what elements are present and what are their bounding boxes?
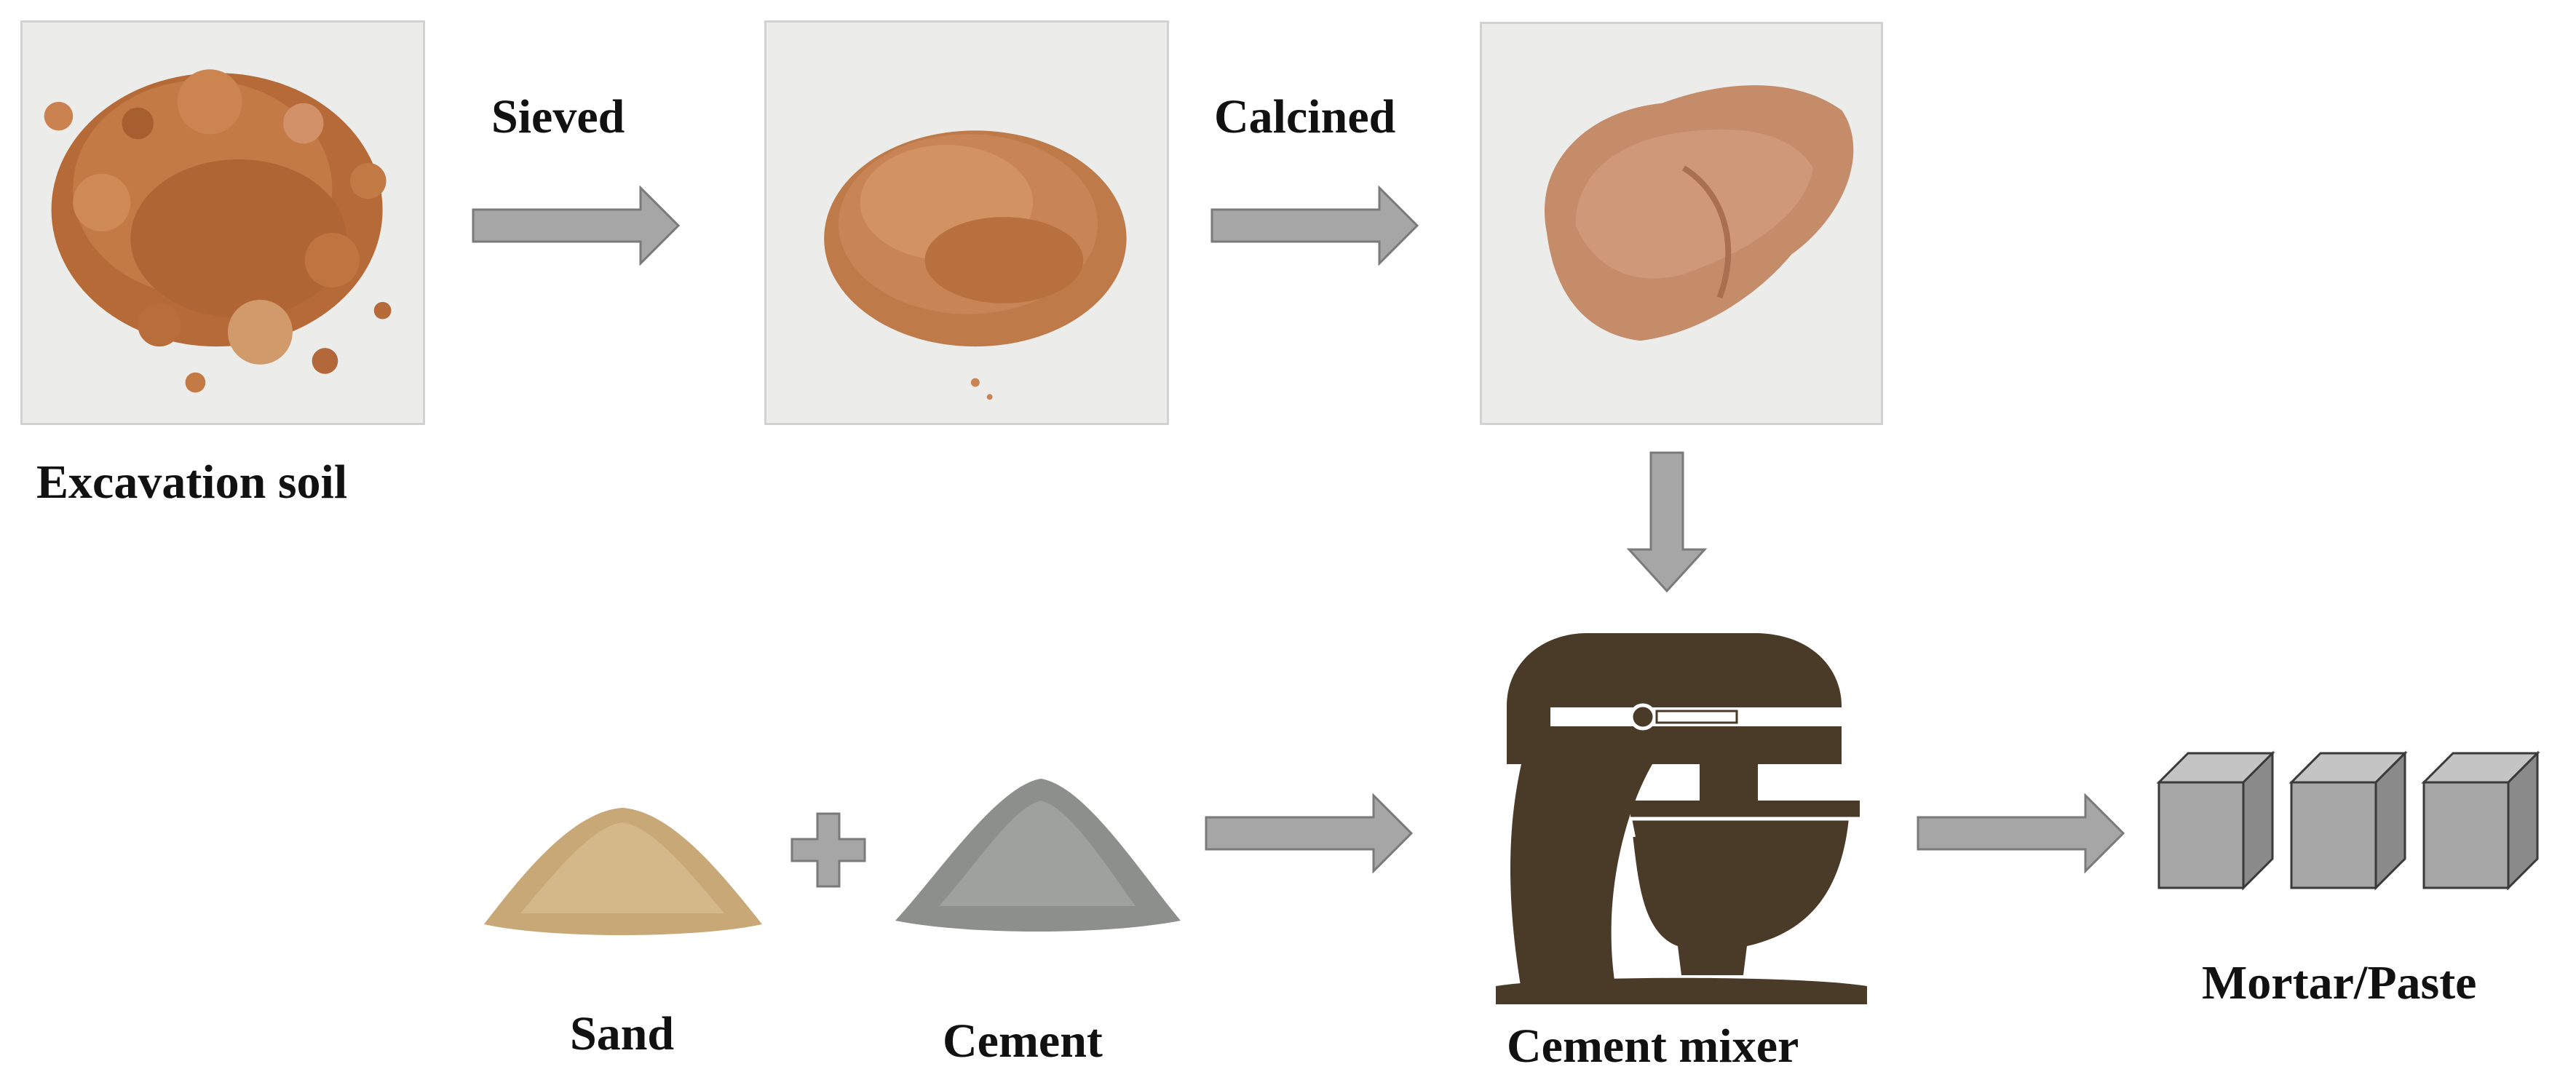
arrow-calcined xyxy=(1210,186,1420,266)
sand-label: Sand xyxy=(570,1007,675,1060)
excavation-soil-label: Excavation soil xyxy=(36,456,348,509)
arrow-sieved xyxy=(472,186,681,266)
sieved-soil-photo xyxy=(764,20,1169,425)
cement-photo xyxy=(888,764,1186,939)
sieved-label: Sieved xyxy=(491,90,625,143)
cement-label: Cement xyxy=(943,1015,1103,1068)
cement-mixer-icon xyxy=(1492,626,1871,1004)
calcined-soil-photo xyxy=(1480,22,1883,425)
arrow-to-mixer xyxy=(1205,793,1414,873)
arrow-down-to-mixer xyxy=(1627,451,1707,593)
mortar-paste-label: Mortar/Paste xyxy=(2202,956,2477,1009)
arrow-to-mortar xyxy=(1917,793,2126,873)
cement-mixer-label: Cement mixer xyxy=(1507,1020,1799,1073)
excavation-soil-photo xyxy=(20,20,425,425)
sand-photo xyxy=(477,790,768,946)
plus-icon xyxy=(790,811,867,889)
mortar-cubes-icon xyxy=(2156,746,2564,892)
calcined-label: Calcined xyxy=(1214,90,1396,143)
